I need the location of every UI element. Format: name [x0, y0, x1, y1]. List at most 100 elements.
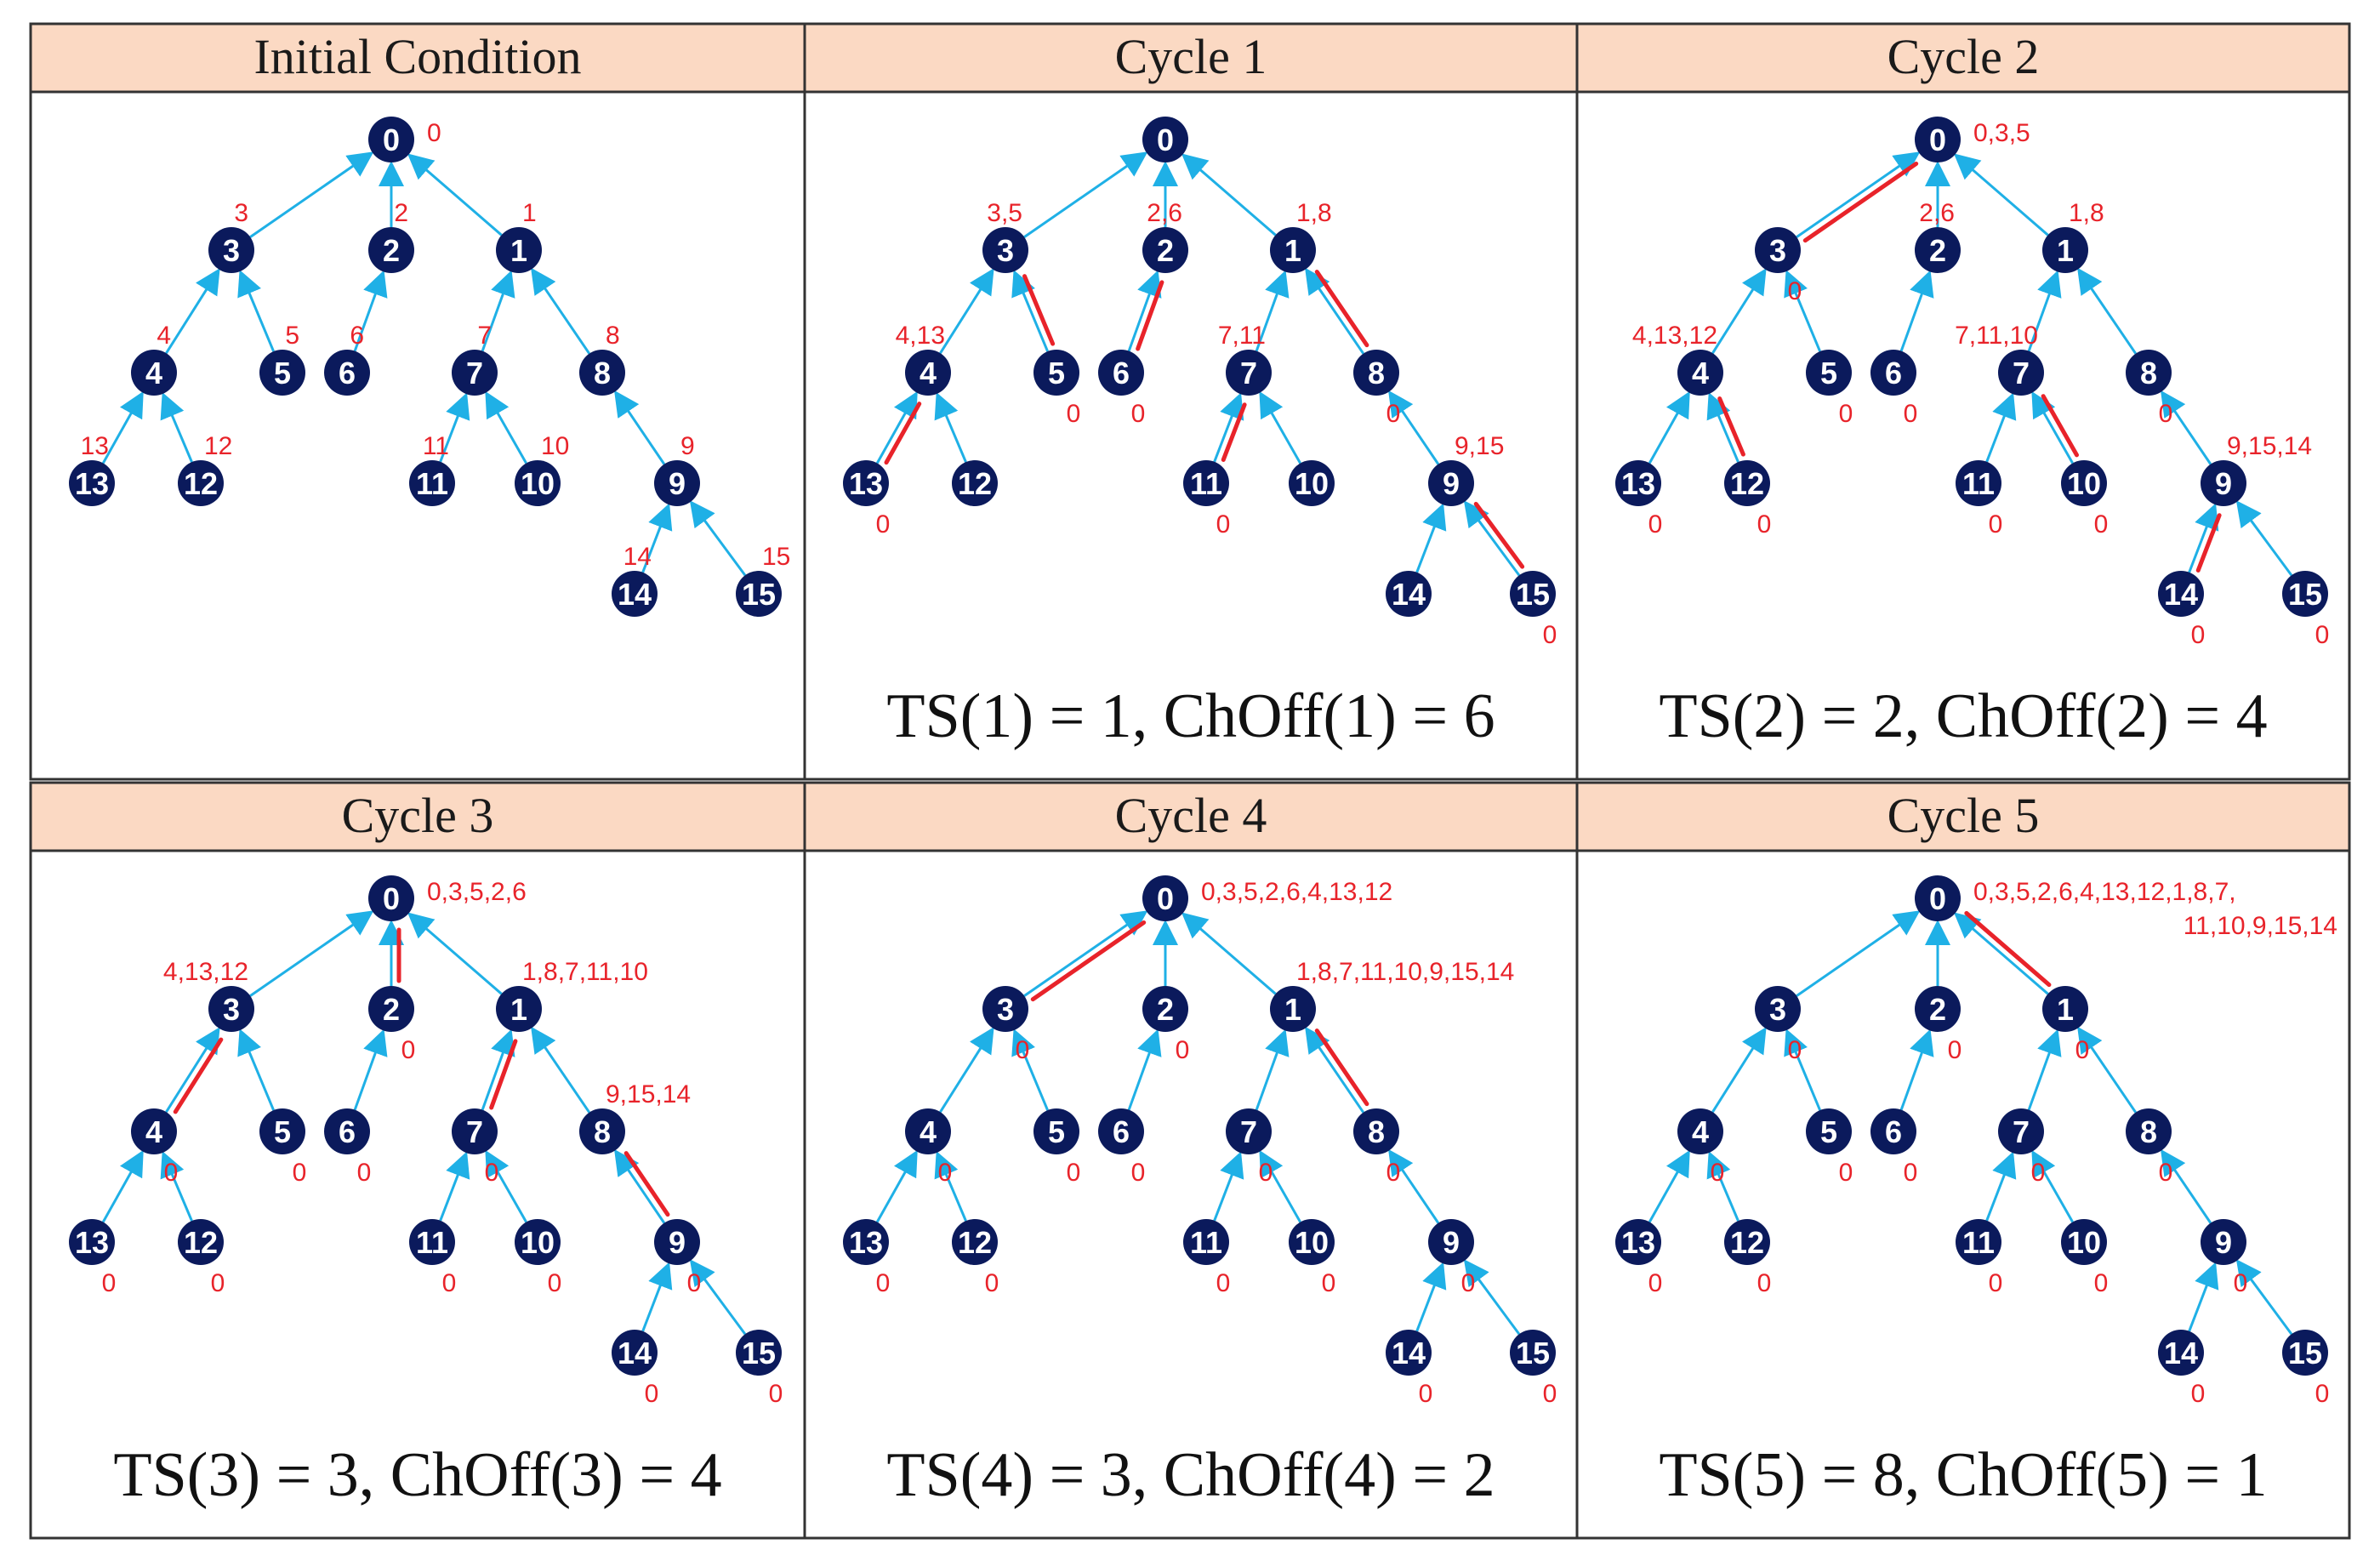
edge-14-to-9	[2188, 503, 2219, 573]
edge-11-to-7	[1985, 392, 2017, 463]
node-circle	[208, 986, 254, 1032]
node-circle	[1386, 1330, 1432, 1376]
node-1: 1	[1270, 986, 1316, 1032]
node-circle	[1183, 460, 1229, 506]
node-circle	[1142, 117, 1188, 162]
node-6-queue-label: 0	[1131, 1159, 1146, 1187]
edge-8-to-1	[1305, 1026, 1365, 1114]
node-5-queue-label: 0	[1839, 1159, 1853, 1187]
node-1-queue-label: 1,8	[1296, 199, 1332, 227]
panel-caption: TS(4) = 3, ChOff(4) = 2	[886, 1440, 1495, 1510]
node-15-queue-label: 0	[2315, 1380, 2330, 1408]
edge-15-to-9	[689, 500, 747, 577]
node-circle	[368, 117, 414, 162]
node-circle	[178, 1219, 224, 1265]
edge-1-to-0	[407, 912, 503, 995]
node-id-label: 4	[920, 356, 937, 390]
edge-7-to-1	[2027, 1029, 2062, 1111]
node-9-queue-label: 9,15	[1455, 432, 1504, 460]
node-circle	[1998, 1108, 2044, 1154]
node-10: 10	[515, 460, 561, 506]
node-3-queue-label: 0	[1788, 277, 1802, 305]
node-circle	[1353, 1108, 1399, 1154]
panel-body	[1575, 849, 2351, 1540]
node-13-queue-label: 13	[81, 432, 109, 460]
node-id-label: 7	[2013, 1114, 2030, 1149]
node-12: 12	[952, 1219, 998, 1265]
node-circle	[1677, 350, 1723, 396]
node-id-label: 1	[510, 992, 527, 1027]
node-circle	[208, 227, 254, 273]
node-14: 14	[2158, 1330, 2204, 1376]
node-circle	[1956, 1219, 2001, 1265]
node-8-queue-label: 0	[2159, 1159, 2173, 1187]
node-circle	[2042, 986, 2088, 1032]
node-13: 13	[1615, 460, 1661, 506]
node-7-queue-label: 7,11	[1218, 322, 1266, 350]
node-circle	[982, 227, 1028, 273]
edge-4-to-3	[1711, 268, 1767, 354]
node-15-queue-label: 0	[2315, 621, 2330, 649]
node-circle	[409, 460, 455, 506]
node-id-label: 2	[1157, 233, 1174, 268]
node-circle	[1998, 350, 2044, 396]
transmission-1-to-0	[1964, 910, 2052, 988]
panel-caption: TS(1) = 1, ChOff(1) = 6	[886, 681, 1495, 751]
node-id-label: 3	[997, 992, 1014, 1027]
node-id-label: 6	[1113, 1114, 1130, 1149]
node-circle	[736, 571, 782, 617]
node-id-label: 7	[466, 1114, 483, 1149]
edge-15-to-9	[2235, 1259, 2293, 1336]
edge-6-to-2	[353, 1029, 388, 1111]
node-id-label: 14	[1392, 577, 1426, 612]
node-4-queue-label: 4,13	[896, 322, 945, 350]
node-circle	[2126, 1108, 2172, 1154]
node-5-queue-label: 0	[1067, 400, 1081, 428]
node-5: 5	[1033, 350, 1079, 396]
node-10-queue-label: 0	[548, 1269, 562, 1297]
node-circle	[1353, 350, 1399, 396]
node-circle	[1270, 227, 1316, 273]
node-15: 15	[736, 1330, 782, 1376]
edge-10-to-7	[2031, 1149, 2074, 1223]
node-15: 15	[2282, 571, 2328, 617]
edge-9-to-8	[1388, 1148, 1440, 1224]
transmission-3-to-0	[1030, 920, 1147, 1002]
node-circle	[1870, 1108, 1916, 1154]
transmission-7-to-1	[489, 1039, 518, 1110]
node-circle	[1098, 1108, 1144, 1154]
edge-6-to-2	[353, 270, 388, 352]
node-id-label: 2	[383, 233, 400, 268]
edge-15-to-9	[1463, 500, 1521, 577]
edge-1-to-0	[1953, 153, 2049, 236]
node-4: 4	[1677, 350, 1723, 396]
node-4: 4	[1677, 1108, 1723, 1154]
node-id-label: 14	[1392, 1336, 1426, 1370]
node-id-label: 5	[1820, 1114, 1837, 1149]
edge-1-to-0	[1953, 912, 2049, 995]
node-circle	[1289, 1219, 1335, 1265]
node-id-label: 5	[1820, 356, 1837, 390]
node-id-label: 8	[594, 356, 611, 390]
node-id-label: 6	[1885, 356, 1902, 390]
node-10-queue-label: 0	[2094, 510, 2109, 538]
node-5-queue-label: 0	[293, 1159, 307, 1187]
node-9: 9	[2201, 460, 2246, 506]
transmission-8-to-1	[1314, 270, 1369, 348]
node-id-label: 12	[1730, 466, 1764, 501]
node-circle	[2061, 1219, 2107, 1265]
node-id-label: 11	[416, 1225, 448, 1260]
node-circle	[612, 571, 658, 617]
node-14: 14	[1386, 1330, 1432, 1376]
panel-header-title: Cycle 1	[1115, 29, 1267, 84]
node-3-queue-label: 3,5	[987, 199, 1022, 227]
edge-8-to-1	[2077, 1026, 2138, 1114]
node-id-label: 6	[339, 1114, 356, 1149]
transmission-14-to-9	[2195, 513, 2222, 573]
edge-14-to-9	[2188, 1262, 2219, 1332]
edge-9-to-8	[2161, 1148, 2212, 1224]
node-5-queue-label: 0	[1067, 1159, 1081, 1187]
node-circle	[1956, 460, 2001, 506]
edge-7-to-1	[481, 270, 515, 352]
